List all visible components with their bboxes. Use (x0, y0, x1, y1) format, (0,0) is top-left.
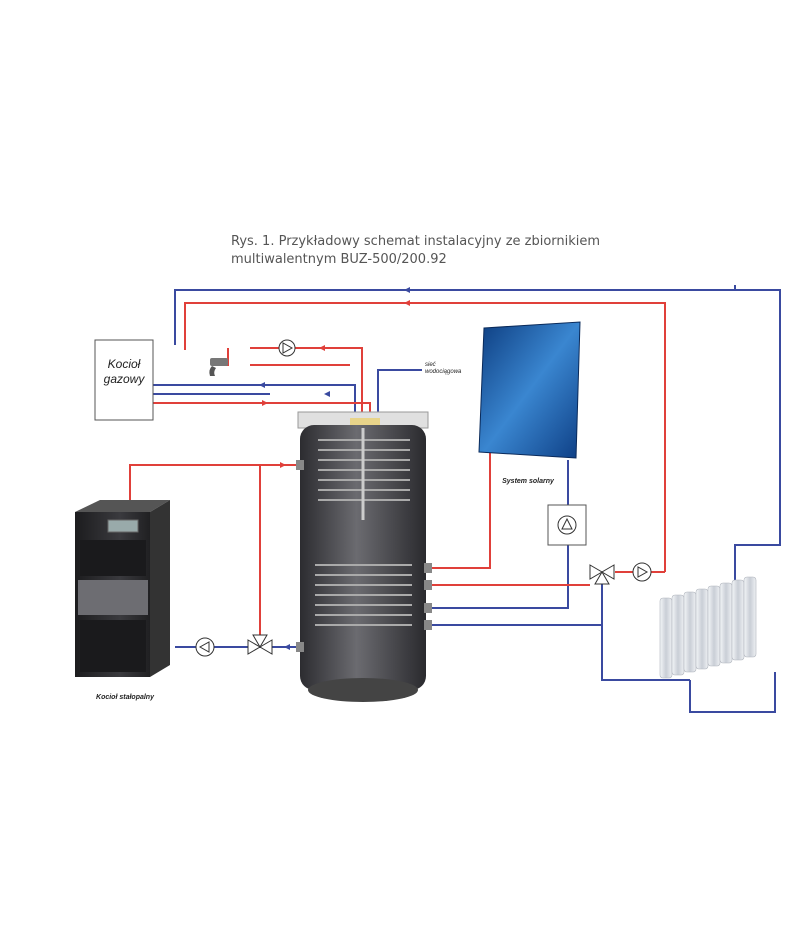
arrow-icon (259, 382, 265, 388)
caption-line-2: multiwalentnym BUZ-500/200.92 (231, 252, 447, 267)
pipe-hot-solidboiler (129, 464, 305, 500)
pipe-water-network (377, 369, 422, 412)
buffer-tank (296, 411, 432, 702)
figure-caption: Rys. 1. Przykładowy schemat instalacyjny… (231, 233, 600, 269)
pipe-hot-solar (430, 440, 491, 569)
gas-boiler-label-line1: Kocioł (107, 357, 141, 371)
arrow-icon (324, 391, 330, 397)
gas-boiler-label-line2: gazowy (103, 372, 145, 386)
solid-fuel-boiler-label: Kocioł stałopalny (96, 694, 154, 701)
pump-icon (278, 339, 296, 357)
arrow-icon (280, 462, 286, 468)
arrow-icon (404, 300, 410, 306)
radiator (659, 576, 757, 679)
solar-system-label: System solarny (502, 478, 554, 485)
pipe-cold-solar-2 (430, 545, 569, 609)
gas-boiler (94, 339, 154, 421)
arrow-icon (284, 644, 290, 650)
solar-collector (478, 321, 581, 459)
pump-icon-heating (632, 562, 652, 582)
pipe-hot-supply-gasboiler (184, 302, 666, 572)
solar-pump-station (547, 504, 587, 546)
pipes (129, 285, 781, 713)
arrow-icon (404, 287, 410, 293)
caption-line-1: Rys. 1. Przykładowy schemat instalacyjny… (231, 234, 601, 249)
solid-fuel-boiler (75, 500, 170, 677)
water-network-label-line2: wodociągowa (425, 369, 462, 375)
tap-icon (209, 358, 228, 376)
pump-icon-solid-boiler (195, 637, 215, 657)
pipe-cold-gasboiler-tank (152, 384, 356, 412)
water-network-label-line1: sieć (425, 362, 436, 368)
arrow-icon (319, 345, 325, 351)
pipe-hot-gasboiler-tank (152, 402, 371, 412)
pipe-cold-heating (430, 624, 690, 681)
flow-arrows (259, 287, 410, 650)
three-way-valve-heating (589, 564, 615, 585)
gas-boiler-label: Kocioł gazowy (95, 357, 153, 387)
pipe-cold-radiator (689, 672, 776, 713)
three-way-valve-solid (247, 634, 273, 655)
water-network-label: sieć wodociągowa (425, 362, 465, 376)
arrow-icon (262, 400, 268, 406)
pipe-cold-return-radiator (174, 285, 781, 605)
